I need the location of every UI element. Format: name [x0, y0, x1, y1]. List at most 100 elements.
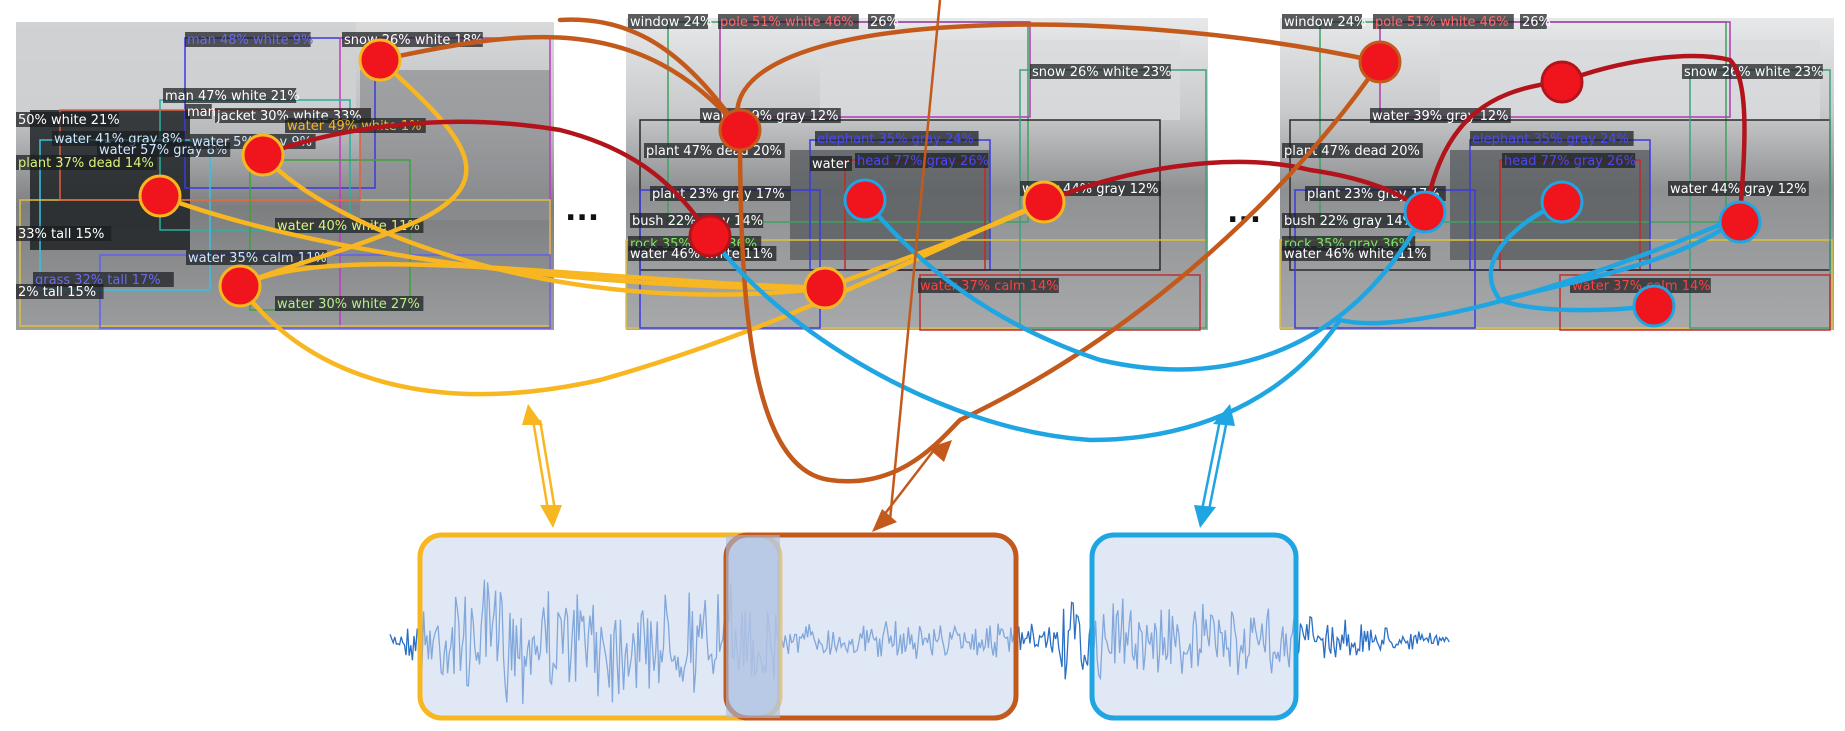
label-bg: [16, 112, 119, 127]
label-bg: [855, 153, 989, 168]
red-link-1: [260, 119, 713, 239]
label-bg: [718, 14, 859, 29]
label-bg: [1030, 64, 1171, 79]
frame-2-guardrail: [820, 40, 1180, 120]
label-bg: [1373, 14, 1514, 29]
detection-label: elephant 35% gray 24%: [817, 132, 974, 147]
orange-link-1: [377, 34, 743, 133]
node-f3-water-calm: [1632, 284, 1676, 328]
detection-label: window 24%: [1284, 15, 1366, 30]
node-f3-head: [1540, 180, 1584, 224]
yellow-link-2: [237, 262, 828, 291]
label-bg: [16, 155, 157, 170]
nodes: [138, 38, 1762, 328]
detection-label: window 24%: [630, 15, 712, 30]
node-f2-water: [718, 108, 762, 152]
label-bg: [33, 272, 174, 287]
label-bg: [275, 218, 424, 233]
detection-label: man 48% white 9%: [187, 33, 313, 48]
detection-label: water 40% white 11%: [277, 219, 420, 234]
detection-label: pole 51% white 46%: [1375, 15, 1509, 30]
node-f3-snow: [1540, 60, 1584, 104]
node-f2-water-right: [1022, 180, 1066, 224]
detection-label: 33% tall 15%: [18, 227, 104, 242]
detection-label: water 46% white 11%: [1284, 247, 1427, 262]
segment-blue-box: [1089, 532, 1299, 721]
label-bg: [275, 296, 424, 311]
label-bg: [285, 118, 426, 133]
detection-label: water 37% calm 14%: [1572, 279, 1711, 294]
label-bg: [1668, 181, 1809, 196]
node-f3-water: [1718, 200, 1762, 244]
blue-link-5: [1337, 213, 1743, 326]
detection-label: plant 37% dead 14%: [18, 156, 154, 171]
orange-link-2: [557, 17, 743, 133]
detection-label: man: [187, 105, 216, 120]
node-f1-jacket: [241, 133, 285, 177]
ellipsis-1: ...: [565, 193, 599, 228]
red-link-2: [1041, 159, 1428, 215]
label-bg: [185, 104, 212, 119]
node-f2-water-calm: [803, 266, 847, 310]
label-bg: [16, 284, 104, 299]
detection-label: bush 22% gray 14%: [1284, 214, 1415, 229]
detection-label: water 37% calm 14%: [920, 279, 1059, 294]
node-f1-snow: [358, 38, 402, 82]
detection-label: snow 26% white 23%: [1032, 65, 1171, 80]
detection-label: water: [812, 157, 850, 172]
detection-label: water 44% gray 12%: [1670, 182, 1806, 197]
detection-label: water 35% calm 11%: [188, 251, 327, 266]
node-f1-plant: [138, 174, 182, 218]
orange-link-3: [735, 22, 1383, 133]
audio-arrows: [522, 0, 1235, 532]
red-link-3: [1422, 53, 1747, 219]
label-bg: [163, 88, 297, 103]
label-bg: [185, 32, 311, 47]
yellow-link-6: [237, 199, 1047, 397]
label-bg: [1682, 64, 1823, 79]
frame-3-labels: window 24% pole 51% white 46% 26% snow 26% …: [1282, 14, 1823, 294]
label-bg: [868, 14, 895, 29]
label-bg: [1282, 246, 1431, 261]
label-bg: [1282, 213, 1416, 228]
detection-label: 26%: [1522, 15, 1551, 30]
blue-double-arrow: [1194, 404, 1235, 528]
yellow-double-arrow: [522, 404, 562, 528]
frame-3-guardrail: [1440, 40, 1820, 120]
orange-link-5: [957, 59, 1383, 423]
label-bg: [815, 131, 979, 146]
detection-label: water 39% gray 12%: [1372, 109, 1508, 124]
label-bg: [1570, 278, 1711, 293]
detection-label: elephant 35% gray 24%: [1472, 132, 1629, 147]
connections: [157, 17, 1747, 484]
detection-label: plant 47% dead 20%: [646, 144, 782, 159]
yellow-link-4: [237, 57, 469, 289]
detection-label: plant 47% dead 20%: [1284, 144, 1420, 159]
detection-label: snow 26% white 23%: [1684, 65, 1823, 80]
detection-label: water 30% white 27%: [277, 297, 420, 312]
audio-segments: [417, 532, 1299, 721]
label-bg: [186, 250, 327, 265]
node-f2-bush: [688, 214, 732, 258]
segment-overlap: [726, 535, 780, 718]
label-bg: [1520, 14, 1547, 29]
blue-link-2: [707, 233, 1343, 443]
detection-label: pole 51% white 46%: [720, 15, 854, 30]
node-f3-plant: [1403, 190, 1447, 234]
detection-label: 2% tall 15%: [18, 285, 96, 300]
detection-label: plant 23% gray 17%: [652, 187, 785, 202]
label-bg: [1470, 131, 1634, 146]
label-bg: [16, 226, 112, 241]
orange-link-4: [737, 127, 963, 484]
detection-label: 26%: [870, 15, 899, 30]
label-bg: [810, 156, 852, 171]
node-f1-water: [218, 264, 262, 308]
detection-label: head 77% gray 26%: [1504, 154, 1636, 169]
node-f2-head: [843, 178, 887, 222]
label-bg: [650, 186, 791, 201]
blue-link-1: [862, 197, 1428, 372]
orange-double-arrow: [872, 0, 952, 532]
label-bg: [1282, 14, 1362, 29]
detection-label: head 77% gray 26%: [857, 154, 989, 169]
